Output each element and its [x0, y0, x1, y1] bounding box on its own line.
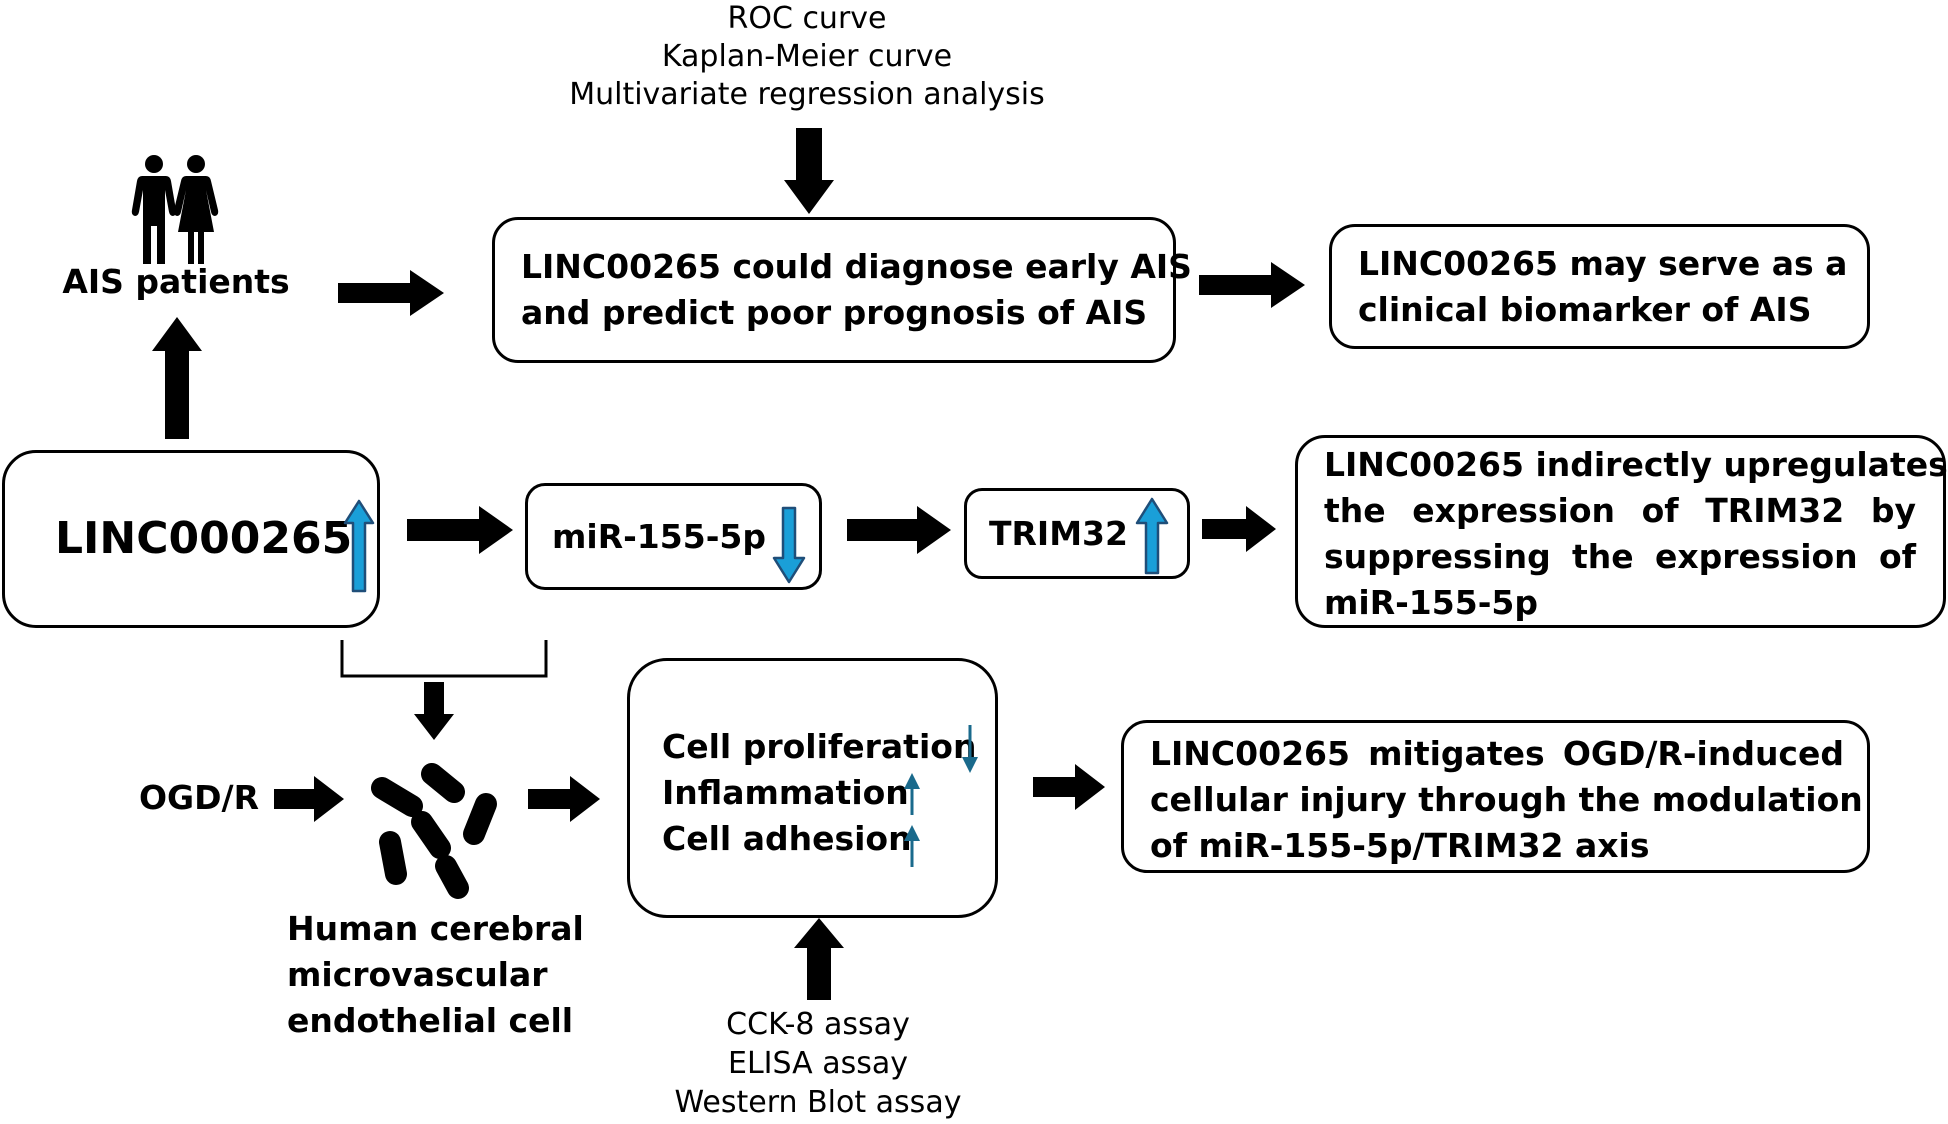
trend-up-small-arrow-icon: [904, 773, 920, 815]
mitigates-box: LINC00265 mitigates OGD/R-induced cellul…: [1121, 720, 1870, 873]
effect-label: Cell proliferation: [662, 727, 977, 766]
linc-label: LINC000265: [55, 513, 353, 564]
biomarker-line-1: LINC00265 may serve as a: [1358, 244, 1848, 283]
assay-cck8: CCK-8 assay: [726, 1007, 910, 1042]
mitigates-line-2: cellular injury through the modulation: [1150, 780, 1863, 819]
bracket-connector: [340, 640, 548, 678]
linc-box: LINC000265: [2, 450, 380, 628]
assay-elisa: ELISA assay: [728, 1046, 908, 1081]
indirect-line-3: suppressing the expression of: [1324, 537, 1916, 576]
cells-label-line-1: Human cerebral: [287, 909, 584, 948]
trim32-label: TRIM32: [989, 514, 1128, 553]
mir-box: miR-155-5p: [525, 483, 822, 590]
ais-patients-label: AIS patients: [62, 262, 290, 301]
method-multivariate-regression: Multivariate regression analysis: [569, 77, 1045, 112]
trend-down-arrow-icon: [772, 506, 806, 584]
trend-up-arrow-icon: [343, 499, 375, 593]
effect-label: Cell adhesion: [662, 819, 912, 858]
effect-cell-proliferation: Cell proliferation: [662, 725, 976, 769]
arrow-right-diagnose-to-biomarker: [1199, 262, 1305, 308]
diagnose-box: LINC00265 could diagnose early AIS and p…: [492, 217, 1192, 363]
arrow-right-mir-to-trim: [847, 506, 951, 554]
arrow-right-trim-to-indirect: [1202, 506, 1276, 552]
method-roc-curve: ROC curve: [727, 1, 887, 36]
ogdr-label: OGD/R: [139, 778, 259, 817]
cells-label-line-3: endothelial cell: [287, 1001, 574, 1040]
mitigates-line-1: LINC00265 mitigates OGD/R-induced: [1150, 734, 1844, 773]
people-couple-icon: [131, 155, 219, 264]
indirect-line-1: LINC00265 indirectly upregulates: [1324, 445, 1948, 484]
assay-western-blot: Western Blot assay: [674, 1085, 962, 1120]
arrow-down-to-diagnose: [784, 128, 834, 214]
arrow-right-cells-to-effects: [528, 776, 600, 822]
effect-cell-adhesion: Cell adhesion: [662, 817, 912, 861]
indirect-line-4: miR-155-5p: [1324, 583, 1538, 622]
endothelial-cells-icon: [371, 763, 497, 899]
trend-down-small-arrow-icon: [962, 725, 978, 773]
arrow-down-to-cells: [414, 682, 454, 740]
trim32-box: TRIM32: [964, 488, 1190, 579]
indirect-upregulation-box: LINC00265 indirectly upregulates the exp…: [1295, 435, 1948, 628]
trend-up-small-arrow-icon: [904, 825, 920, 867]
arrow-right-linc-to-mir: [407, 506, 513, 554]
mitigates-line-3: of miR-155-5p/TRIM32 axis: [1150, 826, 1650, 865]
indirect-line-2: the expression of TRIM32 by: [1324, 491, 1916, 530]
arrow-up-assays-to-effects: [794, 918, 844, 1000]
cellular-effects-box: Cell proliferation Inflammation Cell adh…: [627, 658, 998, 918]
arrow-right-patients-to-diagnose: [338, 270, 444, 316]
biomarker-box: LINC00265 may serve as a clinical biomar…: [1329, 224, 1870, 349]
method-kaplan-meier: Kaplan-Meier curve: [661, 39, 953, 74]
effect-inflammation: Inflammation: [662, 771, 909, 815]
mir-label: miR-155-5p: [552, 517, 766, 556]
trend-up-arrow-icon: [1135, 497, 1169, 575]
diagnose-line-2: and predict poor prognosis of AIS: [521, 293, 1148, 332]
effect-label: Inflammation: [662, 773, 909, 812]
arrow-right-ogdr-to-cells: [274, 776, 344, 822]
arrow-right-effects-to-mitigates: [1033, 764, 1105, 810]
arrow-up-linc-to-patients: [152, 317, 202, 439]
biomarker-line-2: clinical biomarker of AIS: [1358, 290, 1812, 329]
cells-label-line-2: microvascular: [287, 955, 548, 994]
diagnose-line-1: LINC00265 could diagnose early AIS: [521, 247, 1192, 286]
